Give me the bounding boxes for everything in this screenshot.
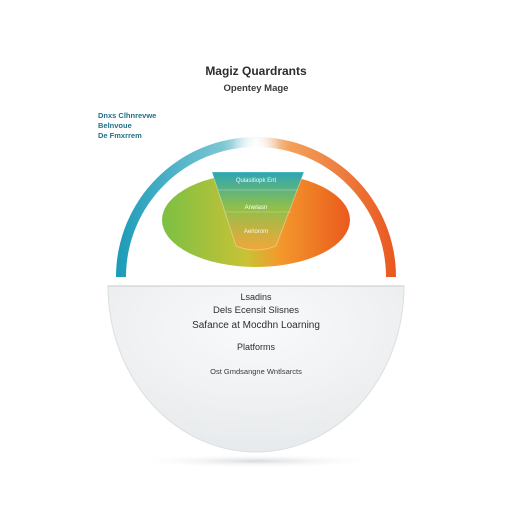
side-note-line: Dnxs Clhnrevwe <box>98 111 157 120</box>
bowl-label: Lsadins <box>240 292 272 302</box>
side-note-line: De Fmxrrem <box>98 131 142 140</box>
arc-top-glow <box>232 124 280 172</box>
bowl-label: Ost Gmdsangne Wntlsarcts <box>210 367 302 376</box>
funnel-label: Ds Pnctk <box>243 168 268 174</box>
diagram-title: Magiz Quardrants <box>205 64 307 78</box>
funnel-label: Aerlorom <box>243 229 269 235</box>
side-note-line: Belnvoue <box>98 121 132 130</box>
bowl-label: Platforms <box>236 342 275 352</box>
funnel <box>211 171 305 251</box>
side-note: Dnxs Clhnrevwe Belnvoue De Fmxrrem <box>98 111 188 141</box>
ground-shadow <box>131 454 381 468</box>
funnel-label: Anwlasn <box>244 205 268 211</box>
bowl-label: Dels Ecensit Slisnes <box>212 305 300 316</box>
funnel-label: Quiasitiopk Ent <box>235 178 277 184</box>
diagram-subtitle: Opentey Mage <box>223 83 289 94</box>
bowl-label: Safance at Mocdhn Loarning <box>192 320 320 331</box>
bowl <box>107 285 405 453</box>
